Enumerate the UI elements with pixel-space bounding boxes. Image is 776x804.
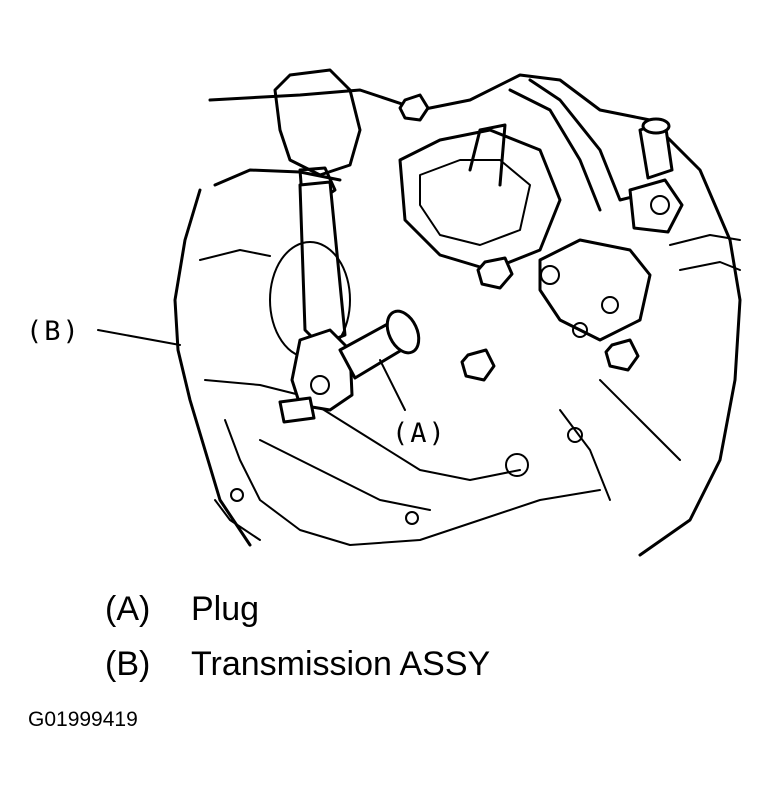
wrench-tool [269, 68, 362, 424]
leader-line-a [379, 359, 406, 411]
transmission-case [173, 73, 742, 557]
legend-key: (B) [105, 645, 151, 683]
legend-label: Plug [191, 590, 260, 628]
mount-bracket [398, 78, 741, 342]
transmission-illustration [97, 68, 742, 557]
legend-item-transmission: (B) Transmission ASSY [105, 645, 490, 684]
figure-code: G01999419 [28, 708, 138, 731]
leader-line-b [97, 329, 181, 346]
legend-item-plug: (A) Plug [105, 590, 259, 629]
bolts [398, 93, 640, 525]
callout-b: (B) [26, 316, 81, 347]
legend-label: Transmission ASSY [191, 645, 491, 683]
legend-key: (A) [105, 590, 151, 628]
plug [338, 309, 421, 380]
callout-a: (A) [392, 418, 447, 449]
